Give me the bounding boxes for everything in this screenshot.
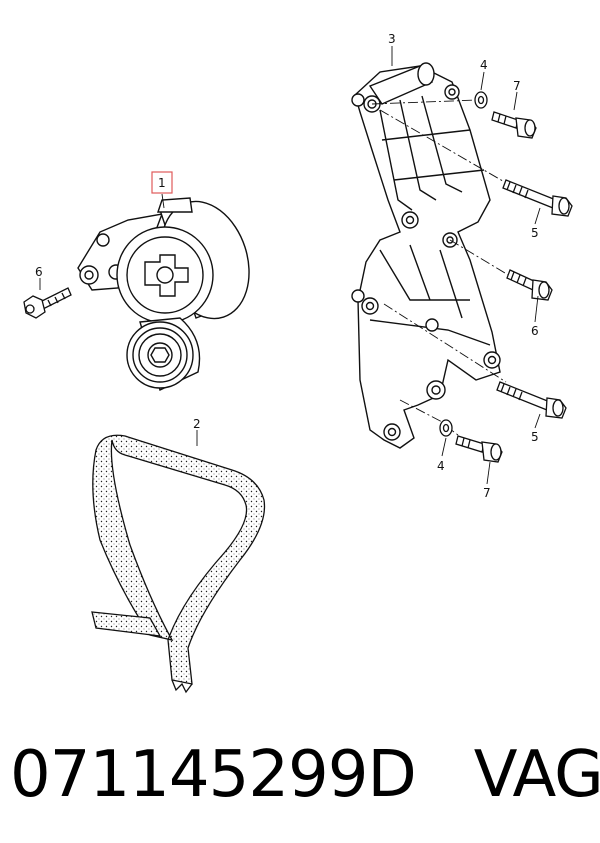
callout-highlight-box <box>151 171 173 194</box>
bolt-short-bottom <box>455 435 503 463</box>
callout-7-bottom: 7 <box>483 486 491 500</box>
washer-bottom <box>439 419 453 437</box>
bolt-mid <box>506 269 553 301</box>
callout-6-mid: 6 <box>531 324 539 338</box>
leader-lines <box>39 46 541 485</box>
belt-tensioner <box>77 197 250 391</box>
washer-top <box>474 91 488 109</box>
part-number-caption: 071145299D VAG <box>10 738 600 812</box>
parts-diagram: 1 2 3 4 7 5 6 5 4 7 6 <box>23 32 573 694</box>
callout-3: 3 <box>388 32 396 46</box>
callout-5-bottom: 5 <box>531 430 539 444</box>
callout-4-top: 4 <box>480 58 488 72</box>
bolt-long-top <box>502 179 573 217</box>
callout-7-top: 7 <box>513 79 521 93</box>
ribbed-belt <box>91 434 266 694</box>
callout-2: 2 <box>193 417 201 431</box>
mounting-bracket <box>351 62 501 449</box>
callout-4-bottom: 4 <box>437 459 445 473</box>
bolt-long-bottom <box>496 381 567 419</box>
callout-6-left: 6 <box>35 265 43 279</box>
bolt-left <box>23 287 72 319</box>
callout-1: 1 <box>158 176 166 190</box>
bolt-short-top <box>491 111 537 139</box>
callout-5-top: 5 <box>531 226 539 240</box>
